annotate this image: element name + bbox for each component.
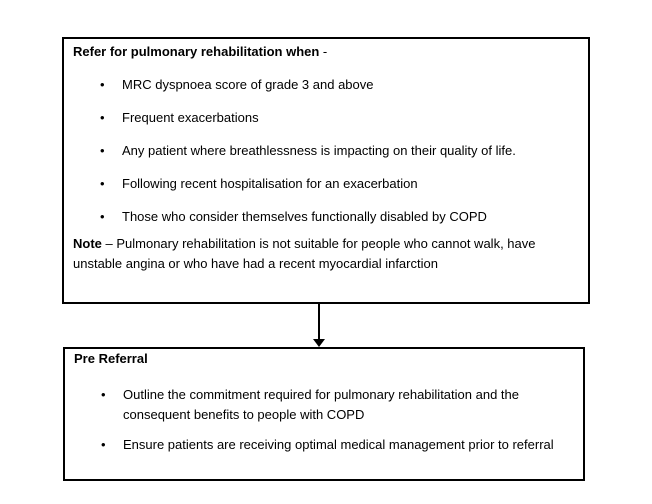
list-item: • MRC dyspnoea score of grade 3 and abov…	[73, 75, 574, 95]
list-item-text: Those who consider themselves functional…	[122, 209, 487, 224]
refer-criteria-box: Refer for pulmonary rehabilitation when …	[62, 37, 590, 304]
arrow-down-icon	[313, 339, 325, 347]
note: Note – Pulmonary rehabilitation is not s…	[73, 234, 574, 274]
list-item: • Any patient where breathlessness is im…	[73, 141, 574, 161]
bullet-icon: •	[101, 387, 106, 402]
list-item-text: Frequent exacerbations	[122, 110, 259, 125]
bullet-icon: •	[100, 143, 105, 158]
refer-box-title-suffix: -	[319, 44, 328, 59]
refer-box-title-bold: Refer for pulmonary rehabilitation when	[73, 44, 320, 59]
list-item-text: Ensure patients are receiving optimal me…	[123, 437, 554, 452]
note-text: – Pulmonary rehabilitation is not suitab…	[73, 236, 536, 271]
list-item: • Outline the commitment required for pu…	[74, 385, 569, 425]
pre-referral-title: Pre Referral	[74, 351, 148, 366]
bullet-icon: •	[100, 176, 105, 191]
bullet-icon: •	[101, 437, 106, 452]
bullet-icon: •	[100, 77, 105, 92]
flow-connector-line	[318, 304, 320, 340]
list-item-text: Outline the commitment required for pulm…	[123, 387, 519, 422]
list-item: • Frequent exacerbations	[73, 108, 574, 128]
pre-referral-list: • Outline the commitment required for pu…	[74, 385, 569, 455]
note-label: Note	[73, 236, 102, 251]
bullet-icon: •	[100, 110, 105, 125]
bullet-icon: •	[100, 209, 105, 224]
list-item-text: Any patient where breathlessness is impa…	[122, 143, 516, 158]
refer-box-title: Refer for pulmonary rehabilitation when …	[73, 42, 574, 62]
list-item: • Those who consider themselves function…	[73, 207, 574, 227]
list-item: • Ensure patients are receiving optimal …	[74, 435, 569, 455]
pre-referral-box: Pre Referral • Outline the commitment re…	[63, 347, 585, 481]
list-item: • Following recent hospitalisation for a…	[73, 174, 574, 194]
list-item-text: Following recent hospitalisation for an …	[122, 176, 418, 191]
list-item-text: MRC dyspnoea score of grade 3 and above	[122, 77, 374, 92]
refer-criteria-list: • MRC dyspnoea score of grade 3 and abov…	[73, 75, 574, 227]
